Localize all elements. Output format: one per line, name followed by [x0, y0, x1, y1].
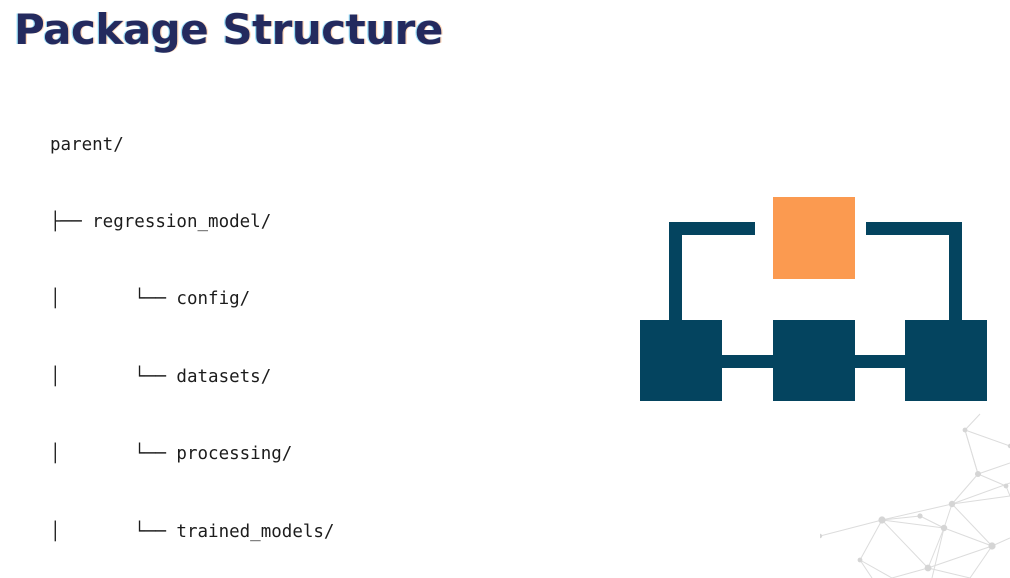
tree-line: │ └── processing/: [50, 444, 293, 465]
connector-left-vertical: [669, 222, 682, 323]
tree-line: parent/: [50, 134, 124, 155]
page-title: Package Structure: [14, 5, 443, 54]
diagram-node-bottom-center: [773, 320, 855, 401]
connector-bottom-right-link: [848, 355, 918, 368]
connector-bottom-left-link: [716, 355, 786, 368]
diagram-node-top: [773, 197, 855, 279]
tree-line: │ └── config/: [50, 289, 251, 310]
package-structure-tree: parent/ ├── regression_model/ │ └── conf…: [50, 81, 398, 578]
connector-top-right-horizontal: [866, 222, 962, 235]
connector-top-left-horizontal: [669, 222, 755, 235]
tree-line: ├── regression_model/: [50, 211, 272, 232]
diagram-node-bottom-left: [640, 320, 722, 401]
tree-line: │ └── trained_models/: [50, 521, 335, 542]
connector-right-vertical: [949, 222, 962, 323]
diagram-node-bottom-right: [905, 320, 987, 401]
network-graph-decoration: [820, 413, 1010, 578]
package-hierarchy-diagram: [620, 180, 1010, 420]
tree-line: │ └── datasets/: [50, 366, 272, 387]
